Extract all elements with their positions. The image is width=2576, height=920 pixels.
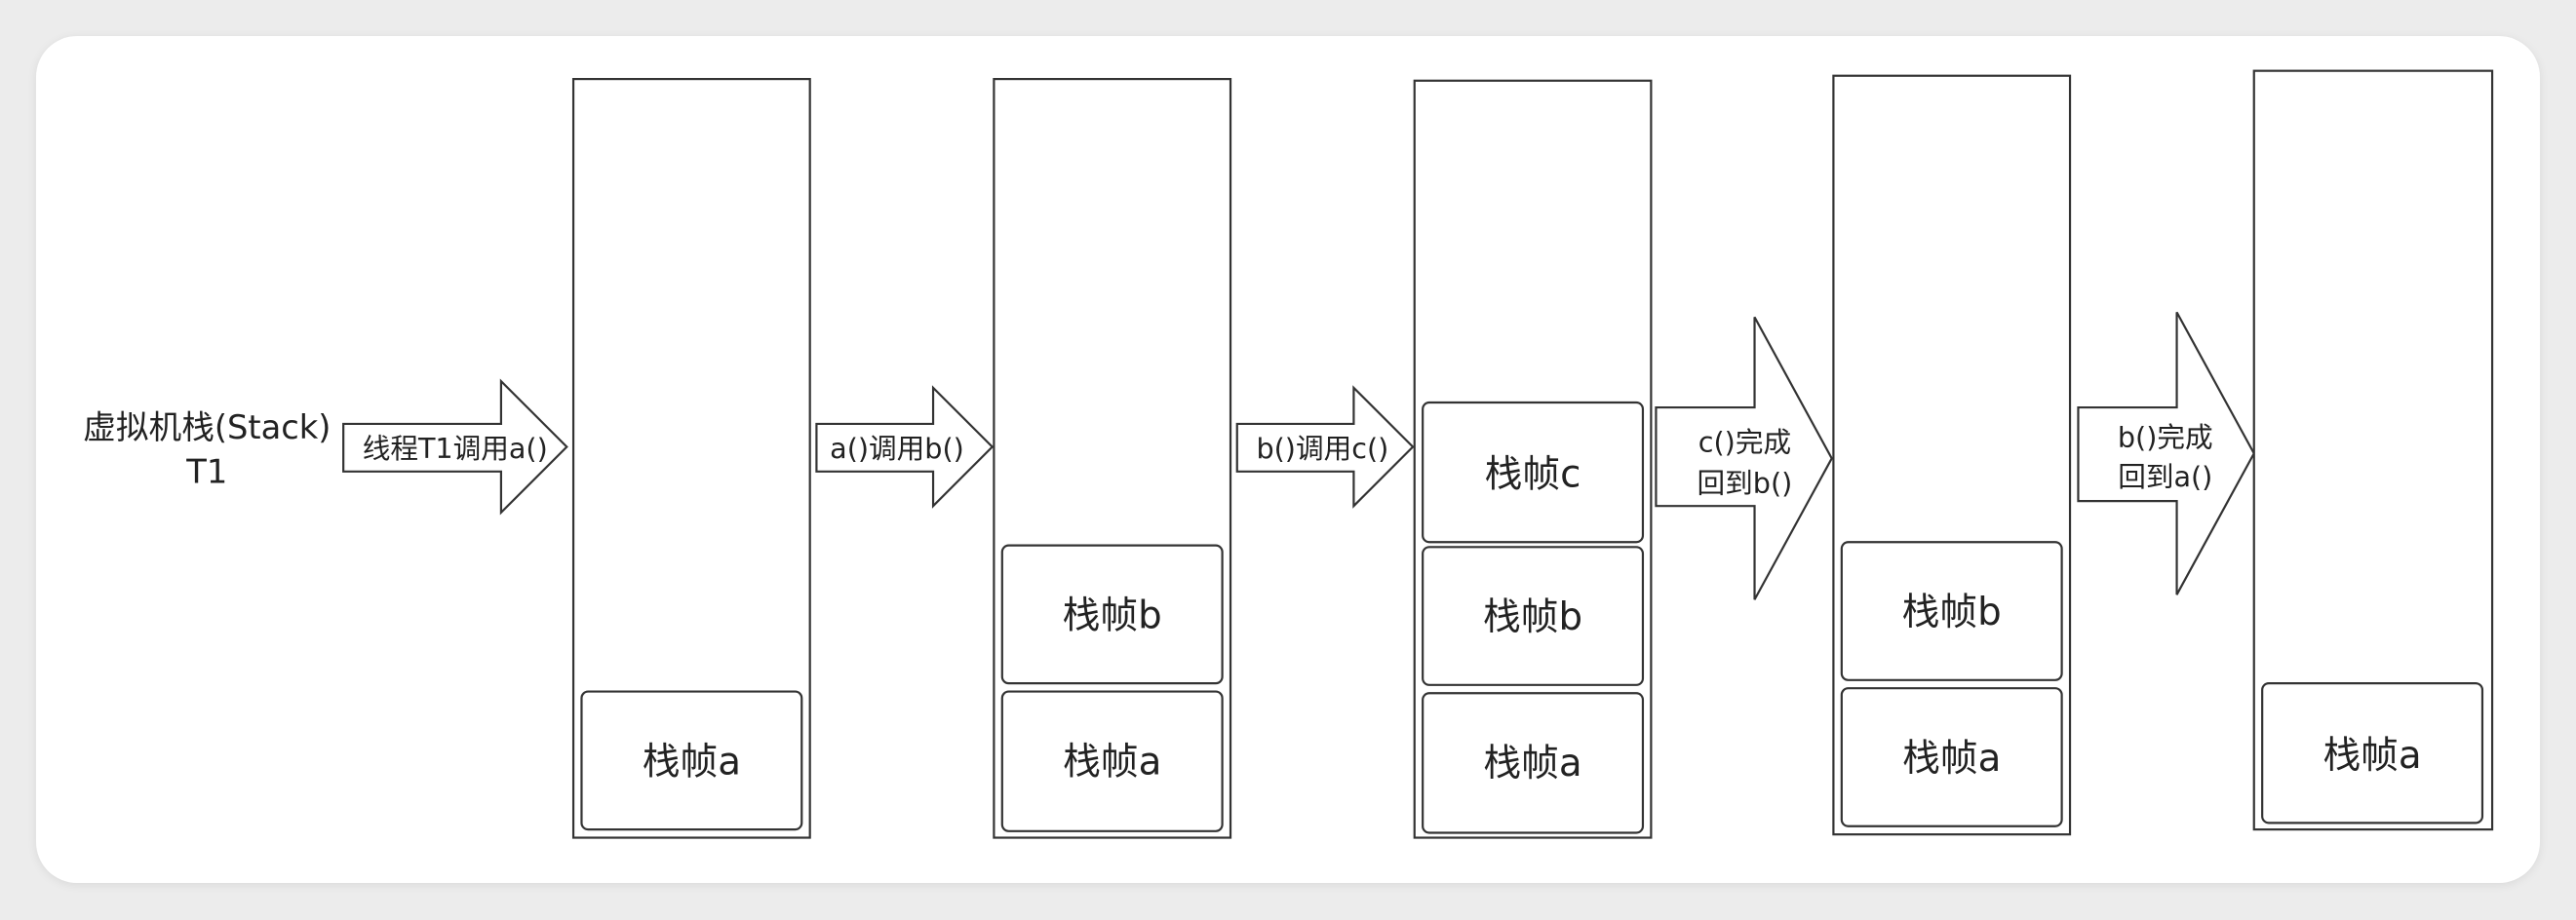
arrow-shape: [1655, 316, 1833, 600]
arrow-shape: [342, 378, 568, 516]
frame-label: 栈帧c: [1485, 453, 1581, 497]
frame-label: 栈帧a: [1902, 737, 2001, 781]
stack-step-4: 栈帧b 栈帧a: [1832, 74, 2072, 836]
stack-step-3: 栈帧c 栈帧b 栈帧a: [1413, 79, 1653, 839]
arrow-b-calls-c: b()调用c(): [1235, 385, 1415, 509]
frame-label: 栈帧a: [643, 741, 741, 785]
arrow-label-line-1: c()完成: [1698, 425, 1791, 458]
arrow-label: a()调用b(): [830, 432, 964, 465]
stack-frame-b: 栈帧b: [1840, 541, 2063, 681]
arrow-label: 线程T1调用a(): [363, 432, 548, 465]
diagram-title: 虚拟机栈(Stack) T1: [83, 408, 331, 490]
arrow-label: b()调用c(): [1256, 432, 1388, 465]
frame-label: 栈帧b: [1063, 594, 1162, 638]
frame-label: 栈帧b: [1902, 591, 2002, 634]
frame-label: 栈帧a: [1063, 741, 1161, 785]
frame-label: 栈帧a: [1483, 742, 1581, 786]
arrow-c-returns-to-b: c()完成 回到b(): [1655, 316, 1833, 600]
stack-step-5: 栈帧a: [2252, 69, 2494, 831]
arrow-label-line-2: 回到b(): [1698, 467, 1793, 500]
frame-label: 栈帧a: [2322, 734, 2421, 778]
arrow-thread-calls-a: 线程T1调用a(): [342, 378, 568, 516]
stack-frame-b: 栈帧b: [1422, 546, 1645, 686]
arrow-a-calls-b: a()调用b(): [815, 385, 995, 509]
stack-frame-c: 栈帧c: [1422, 401, 1645, 544]
stack-step-1: 栈帧a: [571, 77, 811, 839]
arrow-b-returns-to-a: b()完成 回到a(): [2077, 311, 2255, 595]
arrow-shape: [2077, 311, 2255, 595]
stack-frame-a: 栈帧a: [1840, 687, 2063, 827]
arrow-shape: [815, 385, 995, 509]
stack-frame-a: 栈帧a: [580, 690, 803, 831]
title-line-thread: T1: [185, 452, 227, 490]
title-line-stack: 虚拟机栈(Stack): [83, 408, 331, 446]
arrow-shape: [1235, 385, 1415, 509]
stack-frame-a: 栈帧a: [1422, 692, 1645, 834]
arrow-label-line-2: 回到a(): [2118, 460, 2212, 493]
stack-frame-a: 栈帧a: [2261, 682, 2484, 824]
stack-step-2: 栈帧b 栈帧a: [993, 77, 1232, 839]
stack-frame-b: 栈帧b: [1000, 544, 1224, 685]
stack-frame-a: 栈帧a: [1000, 690, 1224, 832]
frame-label: 栈帧b: [1483, 595, 1582, 639]
arrow-label-line-1: b()完成: [2118, 420, 2213, 453]
